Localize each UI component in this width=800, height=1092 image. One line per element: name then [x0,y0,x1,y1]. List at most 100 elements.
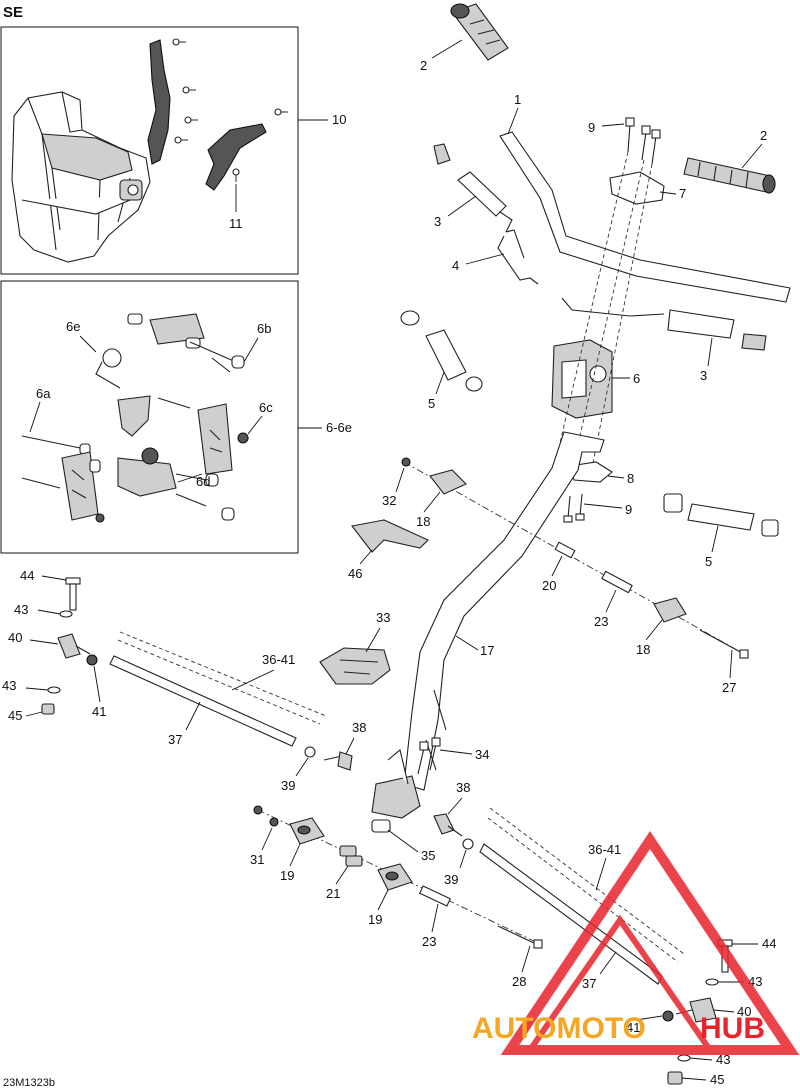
rod-end-18-right-drawing [653,597,687,623]
callout-4: 4 [452,258,459,273]
rod-end-18-left-drawing [429,469,467,495]
leader-41-left [93,665,101,703]
callout-31: 31 [250,852,264,867]
callout-33: 33 [376,610,390,625]
callout-43-right-bottom: 43 [716,1052,730,1067]
section-label: SE [3,4,23,21]
leader-36-41-right [595,857,607,891]
nut-39-left-drawing [304,746,316,758]
leader-37-right [599,951,617,975]
leader-45-left [25,711,43,717]
callout-7: 7 [679,186,686,201]
bushings-5-left-drawing [400,310,483,392]
callout-44-right: 44 [762,936,776,951]
callout-43-left-bottom: 43 [2,678,16,693]
grip-heater-3-right-drawing [561,297,767,351]
tie-rod-37-right-drawing [479,807,685,985]
callout-5-left: 5 [428,396,435,411]
leader-32 [395,467,405,493]
callout-23-lower: 23 [422,934,436,949]
callout-9-lower: 9 [625,502,632,517]
leader-37-left [185,701,201,731]
callout-2-top: 2 [420,58,427,73]
leader-43-right-bottom [689,1057,713,1061]
inset-frame-switch-housing [0,280,299,554]
callout-43-left-top: 43 [14,602,28,617]
nut-45-right-drawing [667,1071,683,1085]
leader-18-right [645,619,663,641]
callout-2-right: 2 [760,128,767,143]
bolt-28-drawing [497,925,543,949]
ball-joint-40-left-drawing [57,633,91,659]
callout-32: 32 [382,493,396,508]
leader-41-right [635,1015,663,1021]
callout-20: 20 [542,578,556,593]
callout-6a: 6a [36,386,51,401]
plate-46-drawing [351,519,429,553]
leader-6a [29,401,41,433]
callout-45-right: 45 [710,1072,724,1087]
callout-5-right: 5 [705,554,712,569]
nut-41-right-drawing [662,1010,674,1022]
leader-18-left [423,491,441,513]
leader-40-left [29,639,59,645]
callout-18-left: 18 [416,514,430,529]
leader-19-lower [377,889,389,911]
leader-38-left [345,737,355,755]
callout-6: 6 [633,371,640,386]
callout-6b: 6b [257,321,271,336]
leader-8 [607,475,625,479]
leader-9-top [601,123,625,127]
callout-37-left: 37 [168,732,182,747]
callout-27: 27 [722,680,736,695]
bolt-44-left-drawing [65,577,81,611]
leader-2-right [741,143,763,169]
callout-18-right: 18 [636,642,650,657]
leader-20 [551,555,563,577]
callout-6-6e: 6-6e [326,420,352,435]
leader-46 [359,549,373,565]
rod-end-38-right-drawing [433,813,463,837]
callout-34: 34 [475,747,489,762]
rod-end-19-upper-drawing [289,817,325,845]
leader-43-left-bottom [25,687,49,691]
grip-2-top-drawing [450,3,509,61]
washer-43-right-bottom-drawing [677,1054,691,1062]
grip-heater-3-left-drawing [433,143,513,233]
leader-2-top [431,39,463,59]
leader-27 [729,649,733,679]
callout-36-41-left: 36-41 [262,652,295,667]
leader-44-left [41,575,67,581]
leader-6d [177,473,203,483]
leader-19-upper [289,843,301,867]
callout-46: 46 [348,566,362,581]
leader-7 [659,191,677,195]
callout-3-right: 3 [700,368,707,383]
leader-5-left [435,371,445,395]
nut-41-left-drawing [86,654,98,666]
switch-housing-6-drawing [551,339,613,419]
leader-33 [365,627,381,653]
leader-1 [507,107,519,135]
sleeve-23-upper-drawing [601,570,633,594]
callout-19-lower: 19 [368,912,382,927]
clamp-7-drawing [609,171,665,205]
callout-37-right: 37 [582,976,596,991]
tie-rod-37-left-drawing [109,631,327,747]
sleeve-23-lower-drawing [418,885,452,907]
washer-43-right-top-drawing [705,978,719,986]
callout-9-top: 9 [588,120,595,135]
leader-43-left-top [37,609,61,615]
callout-17: 17 [480,643,494,658]
leader-23-lower [431,903,439,933]
rod-end-38-left-drawing [323,751,353,771]
watermark-text-left: AUTOMOTO [472,1012,646,1045]
callout-39-right: 39 [444,872,458,887]
spacers-21-drawing [339,845,363,867]
callout-6e: 6e [66,319,80,334]
callout-21: 21 [326,886,340,901]
wire-4-drawing [497,229,539,285]
bushing-35-drawing [371,819,391,833]
callout-41-left: 41 [92,704,106,719]
callout-38-right: 38 [456,780,470,795]
